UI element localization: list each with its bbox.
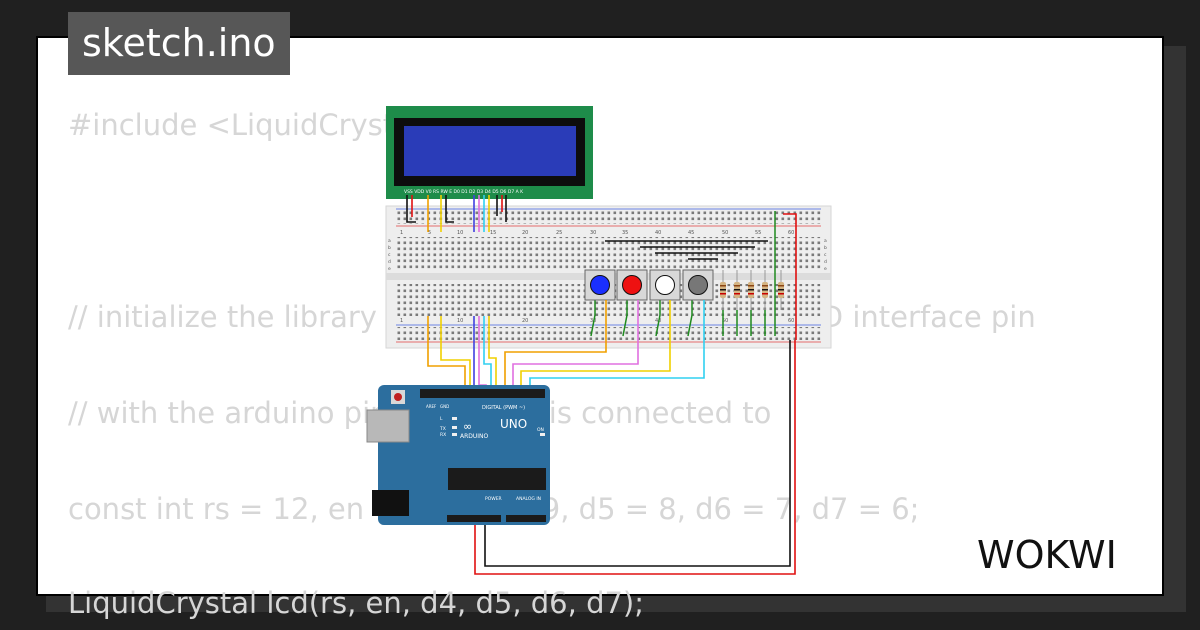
digital-header <box>420 389 545 398</box>
pushbutton-gray[interactable] <box>682 269 714 301</box>
usb-port <box>366 409 410 443</box>
svg-text:c: c <box>388 253 391 258</box>
svg-text:b: b <box>824 245 827 251</box>
green-jumpers <box>590 211 776 337</box>
wokwi-wordmark: WOKWI <box>977 533 1117 577</box>
l-led <box>452 417 457 420</box>
svg-text:d: d <box>388 259 391 265</box>
resistor-2 <box>734 270 740 310</box>
analog-label: ANALOG IN <box>516 496 541 502</box>
svg-text:b: b <box>388 245 391 251</box>
tx-label: TX <box>439 426 446 432</box>
svg-text:60: 60 <box>788 230 794 236</box>
arduino-uno: DIGITAL (PWM ~) UNO ARDUINO ∞ ON TX RX L… <box>366 385 550 525</box>
svg-text:a: a <box>824 239 827 244</box>
resistor-4 <box>762 270 768 310</box>
power-header <box>447 515 501 522</box>
analog-header <box>506 515 546 522</box>
power-label: POWER <box>485 496 502 502</box>
power-jack <box>372 490 409 516</box>
svg-text:10: 10 <box>457 230 463 236</box>
svg-text:50: 50 <box>722 318 728 324</box>
resistor-1 <box>720 270 726 310</box>
svg-text:c: c <box>824 253 827 258</box>
pushbutton-red[interactable] <box>616 269 648 301</box>
svg-text:10: 10 <box>457 318 463 324</box>
lcd-screen <box>404 126 576 176</box>
svg-text:d: d <box>824 259 827 265</box>
atmega-chip <box>448 468 546 490</box>
svg-text:50: 50 <box>722 230 728 236</box>
row-letters: a b c d e a b c d e <box>388 239 827 272</box>
rx-label: RX <box>440 432 446 438</box>
svg-text:60: 60 <box>788 318 794 324</box>
sketch-filename-label: sketch.ino <box>68 12 290 75</box>
svg-text:20: 20 <box>522 230 528 236</box>
power-rail-bottom <box>396 327 821 340</box>
svg-text:e: e <box>824 267 827 272</box>
svg-text:5: 5 <box>428 230 431 236</box>
lcd-wires <box>406 195 507 232</box>
arduino-brand: ARDUINO <box>460 433 489 440</box>
resistor-3 <box>748 270 754 310</box>
code-line-lcd-init: LiquidCrystal lcd(rs, en, d4, d5, d6, d7… <box>68 586 645 620</box>
wokwi-logo: WOKWI <box>977 533 1117 577</box>
svg-text:45: 45 <box>688 230 694 236</box>
on-led <box>540 433 545 436</box>
uno-label: UNO <box>500 417 527 431</box>
on-label: ON <box>537 427 544 433</box>
black-jumpers <box>605 240 768 260</box>
pushbuttons <box>584 269 714 301</box>
pushbutton-white[interactable] <box>649 269 681 301</box>
rx-led <box>452 433 457 436</box>
power-rail-top <box>396 211 821 224</box>
svg-text:25: 25 <box>556 230 562 236</box>
resistor-5 <box>778 270 784 310</box>
digital-label: DIGITAL (PWM ~) <box>482 405 525 411</box>
terminal-strip-top <box>396 237 821 269</box>
svg-text:55: 55 <box>755 230 761 236</box>
gnd-label: GND <box>440 404 449 409</box>
svg-text:35: 35 <box>622 230 628 236</box>
svg-text:20: 20 <box>522 318 528 324</box>
aref-label: AREF <box>426 404 437 409</box>
pushbutton-blue[interactable] <box>584 269 616 301</box>
svg-text:1: 1 <box>400 230 403 236</box>
lcd-pin-labels: VSS VDD V0 RS RW E D0 D1 D2 D3 D4 D5 D6 … <box>404 189 524 195</box>
lcd-display: VSS VDD V0 RS RW E D0 D1 D2 D3 D4 D5 D6 … <box>386 106 593 199</box>
svg-text:30: 30 <box>590 230 596 236</box>
svg-text:a: a <box>388 239 391 244</box>
svg-text:40: 40 <box>655 230 661 236</box>
infinity-logo-icon: ∞ <box>463 420 472 433</box>
svg-text:e: e <box>388 267 391 272</box>
svg-text:1: 1 <box>400 318 403 324</box>
l-label: L <box>440 416 443 422</box>
resistors <box>720 270 784 310</box>
tx-led <box>452 426 457 429</box>
svg-text:15: 15 <box>490 230 496 236</box>
